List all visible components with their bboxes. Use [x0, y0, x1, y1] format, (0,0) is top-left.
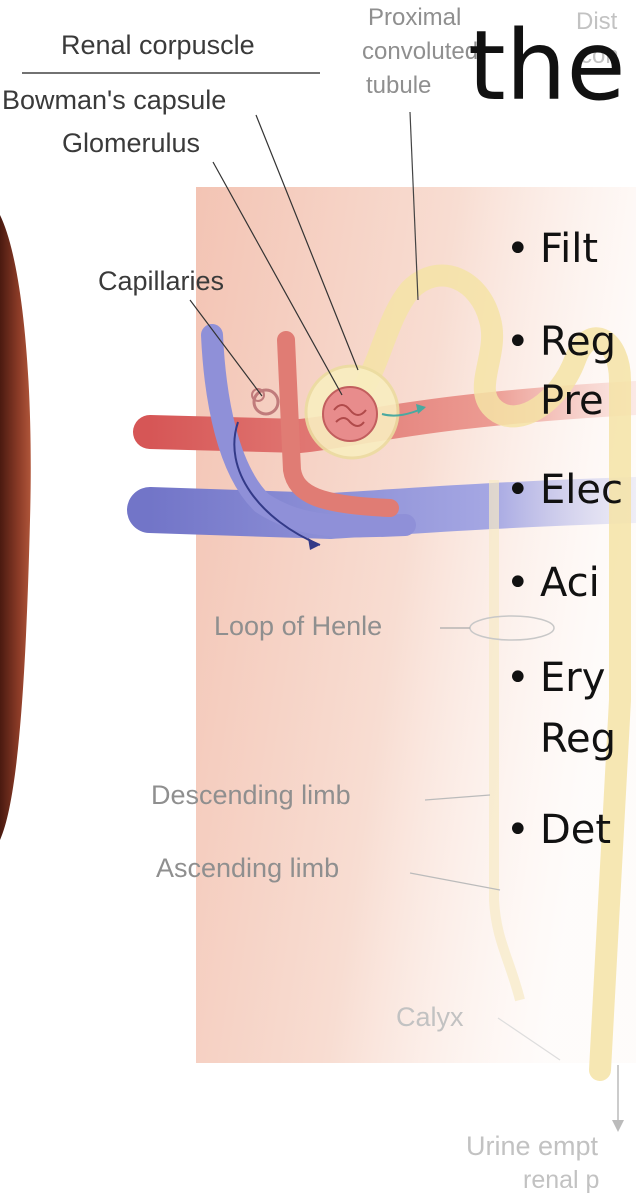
- bullet-text-continued: Pre: [540, 378, 604, 424]
- bullet-text: Filt: [540, 226, 598, 272]
- label-urine-2: renal p: [523, 1166, 599, 1195]
- bullet-item: •Elec: [506, 467, 623, 513]
- bullet-item: •Reg: [506, 319, 616, 365]
- kidney-shape: [0, 215, 31, 840]
- label-bowmans-capsule: Bowman's capsule: [2, 85, 226, 116]
- bullet-dot: •: [506, 807, 540, 853]
- label-proximal-1: Proximal: [368, 4, 461, 32]
- label-capillaries: Capillaries: [98, 266, 224, 297]
- label-descending-limb: Descending limb: [151, 780, 351, 811]
- bullet-item: •Filt: [506, 226, 598, 272]
- label-calyx: Calyx: [396, 1002, 464, 1033]
- bullet-item: •Ery: [506, 655, 605, 701]
- bullet-dot: •: [506, 560, 540, 606]
- label-ascending-limb: Ascending limb: [156, 853, 339, 884]
- bullet-text: Det: [540, 807, 611, 853]
- bullet-text-continued: Reg: [540, 716, 616, 762]
- bullet-item: •Aci: [506, 560, 600, 606]
- bullet-text: Aci: [540, 560, 600, 606]
- bullet-text: Reg: [540, 319, 616, 365]
- label-glomerulus: Glomerulus: [62, 128, 200, 159]
- label-proximal-3: tubule: [366, 72, 431, 100]
- bullet-text: Elec: [540, 467, 623, 513]
- slide-title: the: [468, 18, 626, 114]
- bullet-item: •Det: [506, 807, 611, 853]
- label-loop-of-henle: Loop of Henle: [214, 611, 382, 642]
- label-renal-corpuscle: Renal corpuscle: [61, 30, 255, 61]
- bullet-dot: •: [506, 226, 540, 272]
- glomerulus: [323, 387, 377, 441]
- label-urine-1: Urine empt: [466, 1131, 598, 1162]
- bullet-dot: •: [506, 655, 540, 701]
- label-proximal-2: convoluted: [362, 38, 478, 66]
- bullet-text: Ery: [540, 655, 605, 701]
- bullet-dot: •: [506, 467, 540, 513]
- bullet-dot: •: [506, 319, 540, 365]
